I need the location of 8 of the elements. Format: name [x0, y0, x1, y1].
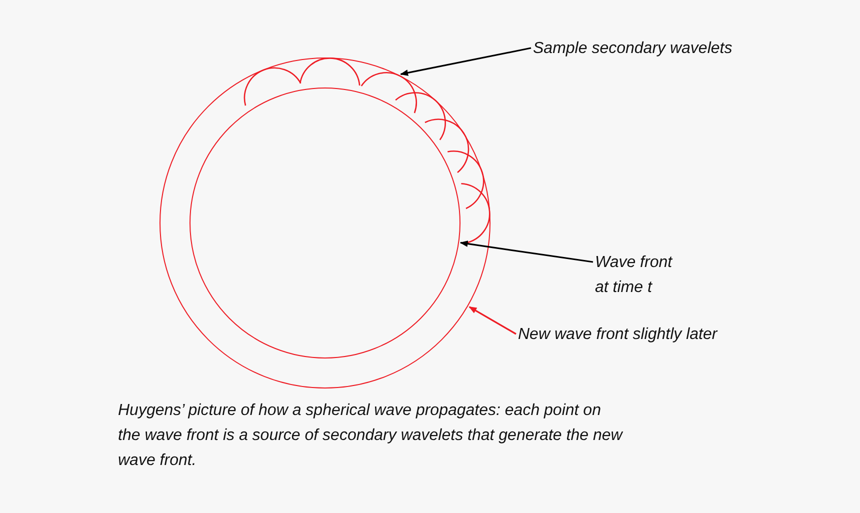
leader-arrow — [468, 306, 516, 335]
wave-front-circle — [160, 58, 490, 388]
callout-text: Wave front at time t — [595, 250, 687, 300]
caption: Huygens’ picture of how a spherical wave propagates: each point on the wave front is a source of secondary wavelets that generate the new wave front. — [118, 401, 623, 471]
callout-text: Sample secondary wavelets — [533, 36, 763, 61]
leader-arrow — [400, 47, 532, 76]
callout-text: New wave front slightly later — [518, 322, 758, 347]
leader-arrow — [460, 240, 594, 263]
